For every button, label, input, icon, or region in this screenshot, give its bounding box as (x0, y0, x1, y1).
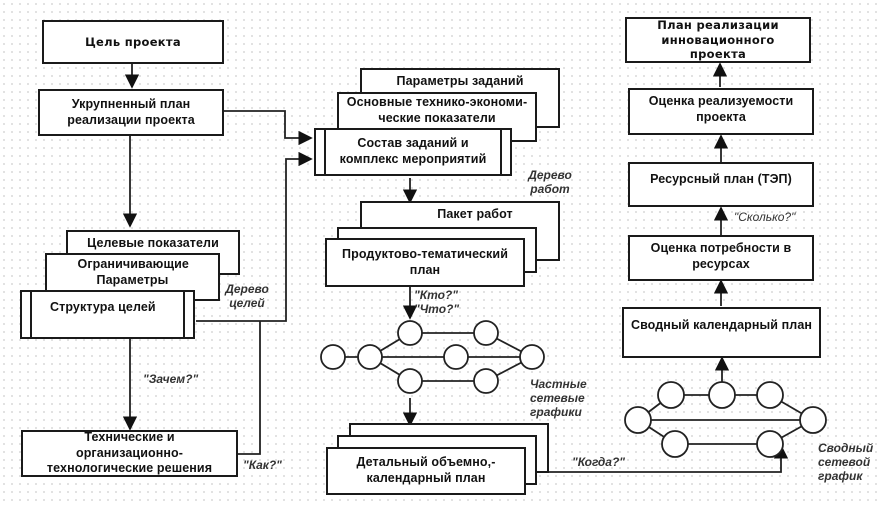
how-much-label: "Сколько?" (734, 210, 796, 224)
private-network-graph (320, 320, 545, 394)
feasibility-text: Оценка реализуемости проекта (648, 94, 794, 124)
feasibility-box: Оценка реализуемости проекта (628, 88, 814, 135)
goal-tree-text: Дерево целей (225, 282, 269, 310)
task-composition-text: Состав заданий и комплекс мероприятий (339, 136, 487, 166)
how-label: "Как?" (243, 458, 282, 472)
innovation-plan-box: План реализации инновационного проекта (625, 17, 811, 63)
summary-network-label: Сводный сетевой график (818, 441, 876, 483)
line-how (238, 321, 261, 455)
goal-structure-box: Структура целей (20, 290, 195, 339)
what-label: "Что?" (414, 302, 460, 316)
line-goals-to-composition (196, 151, 313, 322)
goal-tree-label: Дерево целей (224, 282, 270, 311)
resource-needs-box: Оценка потребности в ресурсах (628, 235, 814, 281)
goal-structure-text: Структура целей (50, 300, 156, 314)
resource-needs-text: Оценка потребности в ресурсах (650, 241, 792, 271)
detailed-plan-box: Детальный объемно,-календарный план (326, 447, 526, 495)
enlarged-plan-text: Укрупненный план реализации проекта (67, 96, 195, 127)
summary-network-text: Сводный сетевой график (818, 441, 874, 483)
when-label: "Когда?" (572, 455, 625, 469)
tech-solutions-text: Технические и организационно-технологиче… (46, 430, 213, 476)
tech-solutions-box: Технические и организационно-технологиче… (21, 430, 238, 477)
target-indicators-text: Целевые показатели (87, 236, 219, 250)
resource-plan-text: Ресурсный план (ТЭП) (650, 172, 792, 186)
limiting-parameters-text: Ограничивающие Параметры (77, 257, 189, 287)
enlarged-plan-box: Укрупненный план реализации проекта (38, 89, 224, 136)
detailed-plan-text: Детальный объемно,-календарный план (356, 455, 496, 485)
task-composition-box: Состав заданий и комплекс мероприятий (314, 128, 512, 176)
private-networks-label: Частные сетевые графики (530, 377, 590, 419)
product-plan-text: Продуктово-тематический план (342, 246, 508, 277)
line-plan-to-composition (222, 110, 313, 146)
main-indicators-text: Основные технико-экономи-ческие показате… (346, 95, 528, 125)
goal-box: Цель проекта (42, 20, 224, 64)
work-package-text: Пакет работ (437, 207, 513, 221)
task-parameters-text: Параметры заданий (396, 74, 524, 88)
work-tree-text: Дерево работ (528, 168, 572, 196)
product-plan-box: Продуктово-тематический план (325, 238, 525, 287)
who-label: "Кто?" (414, 288, 458, 302)
work-tree-label: Дерево работ (527, 168, 573, 197)
line-when (545, 444, 789, 473)
resource-plan-box: Ресурсный план (ТЭП) (628, 162, 814, 207)
innovation-plan-text: План реализации инновационного проекта (657, 18, 779, 62)
goal-text: Цель проекта (85, 34, 181, 49)
private-networks-text: Частные сетевые графики (530, 377, 587, 419)
summary-calendar-box: Сводный календарный план (622, 307, 821, 358)
summary-calendar-text: Сводный календарный план (630, 318, 813, 332)
why-label: "Зачем?" (143, 372, 199, 386)
summary-network-graph (624, 381, 827, 458)
